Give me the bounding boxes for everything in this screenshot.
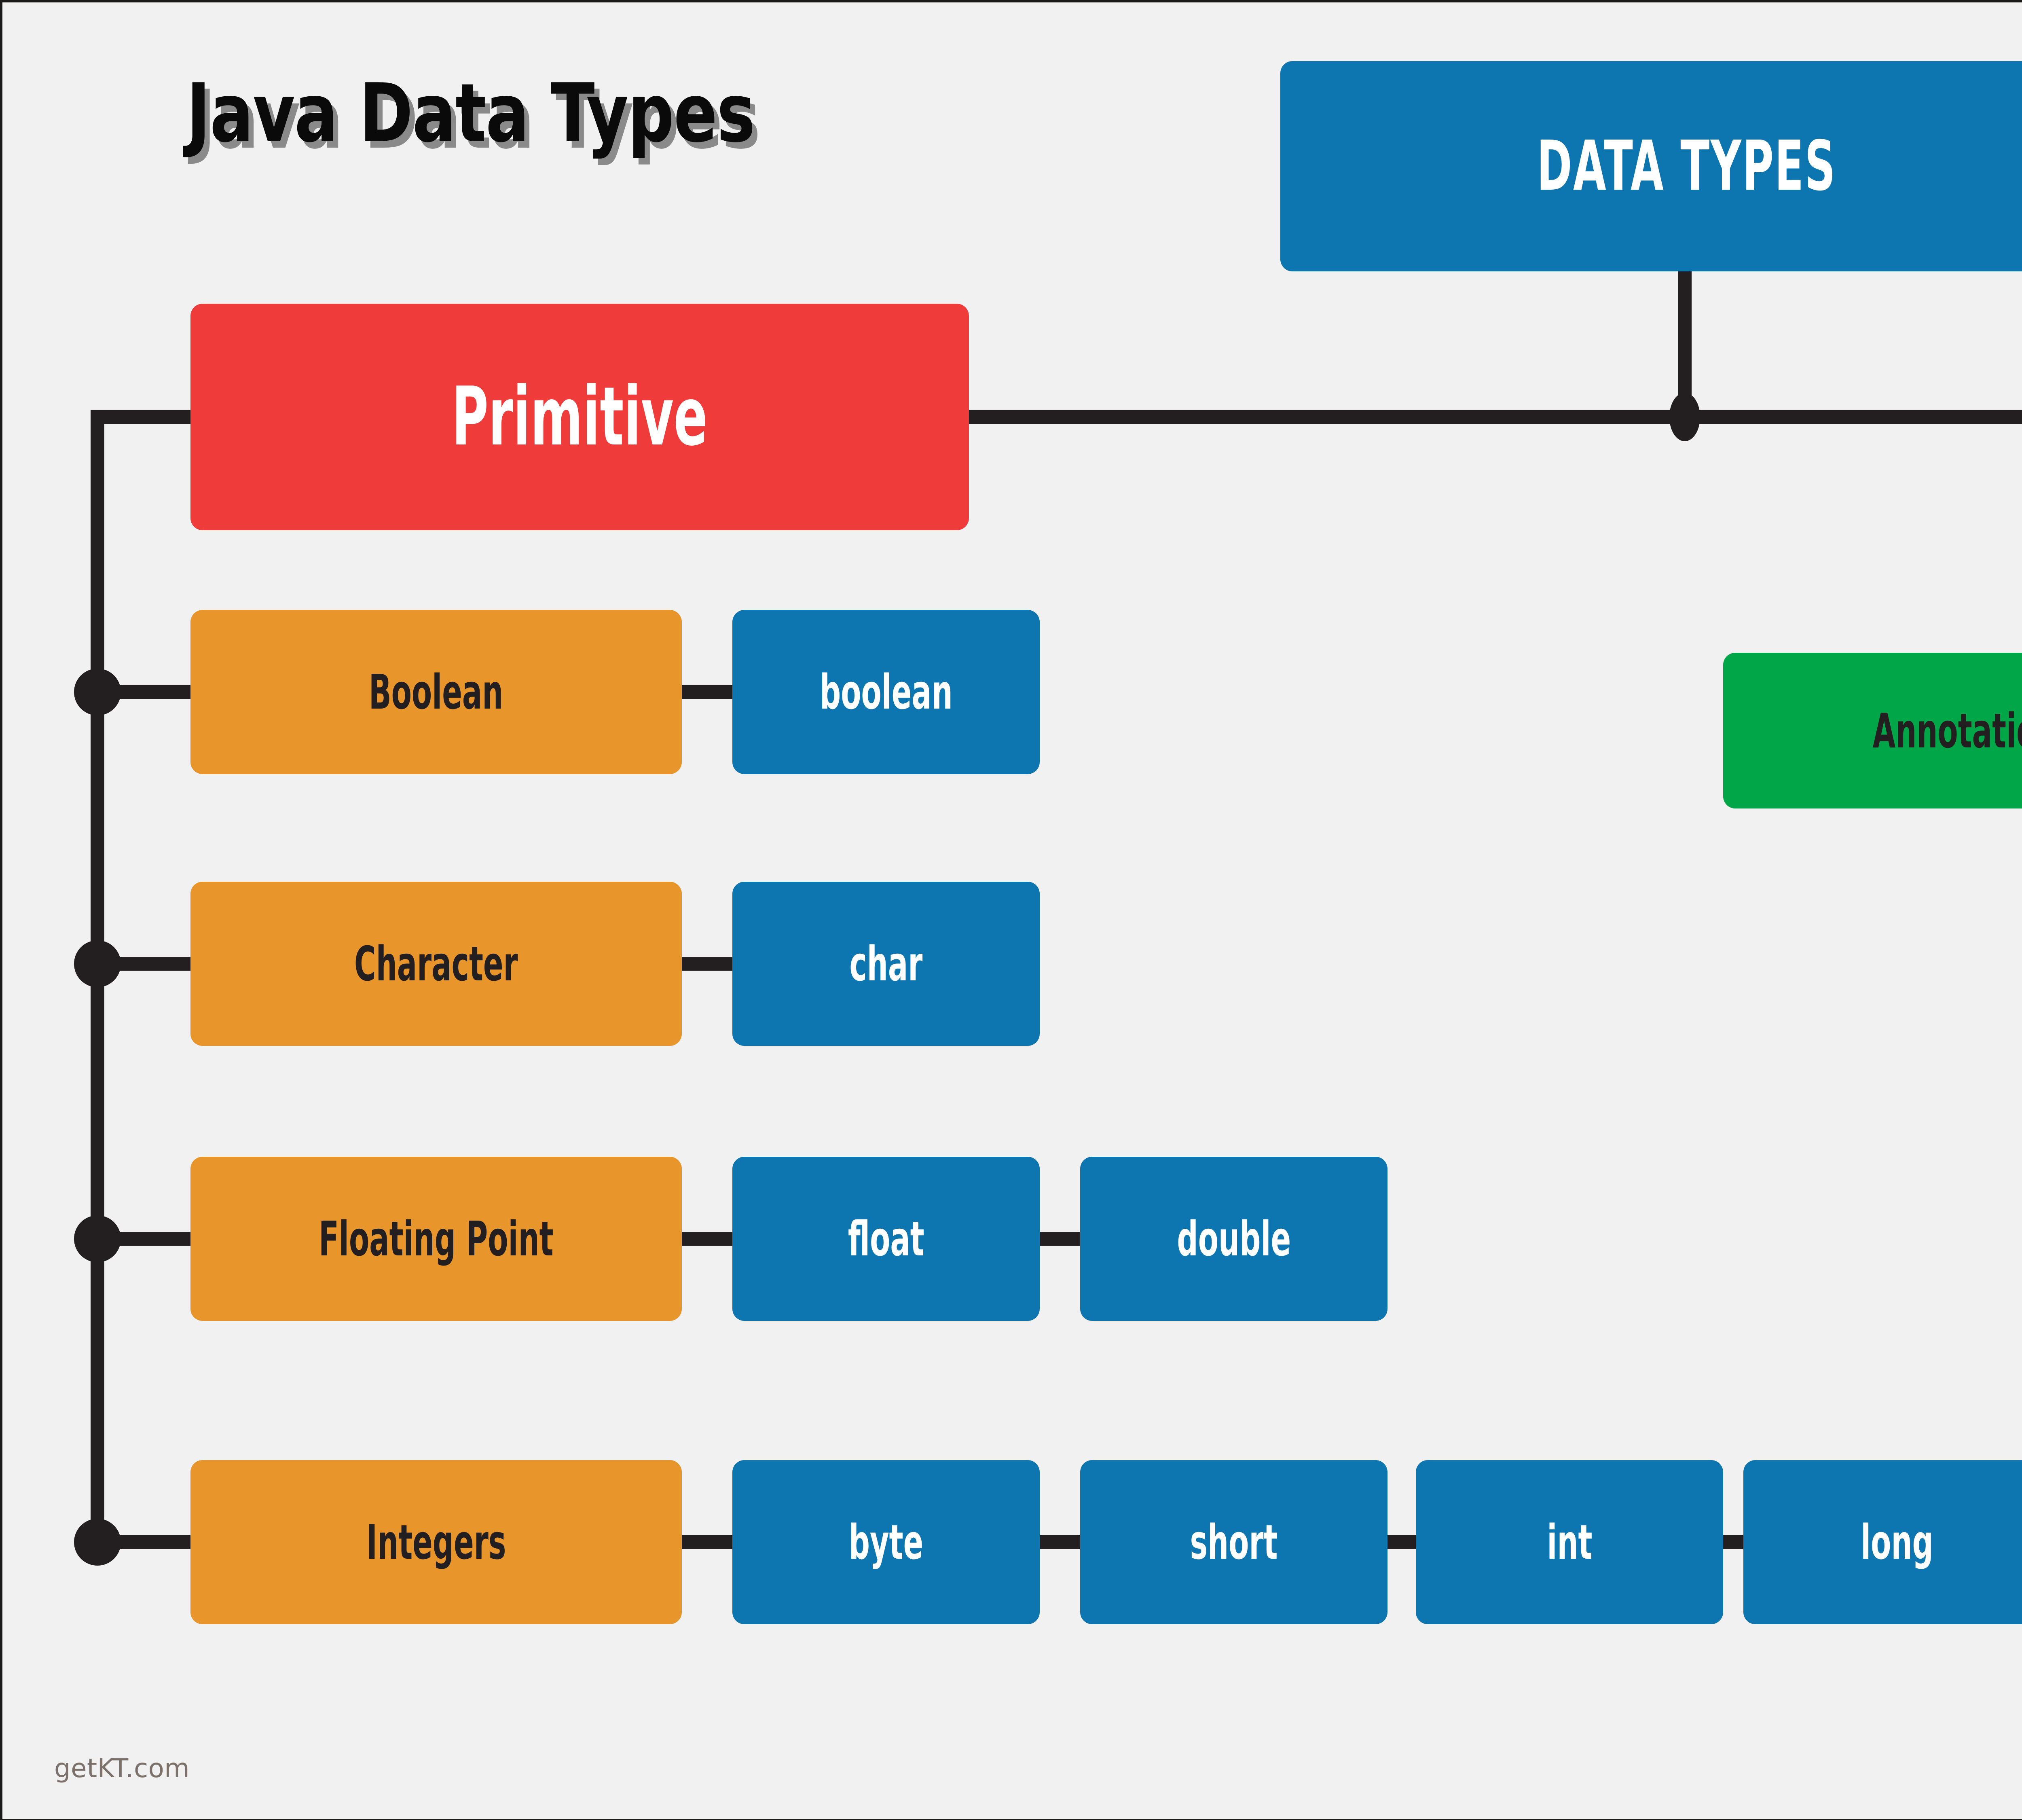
node-group-character-label: Character <box>354 936 518 992</box>
node-type-boolean-label: boolean <box>819 664 953 720</box>
node-type-short-label: short <box>1190 1514 1278 1570</box>
node-type-boolean[interactable]: boolean <box>732 610 1040 774</box>
node-data-types[interactable]: DATA TYPES <box>1280 61 2022 271</box>
connector-main-spine <box>967 410 2022 424</box>
node-type-double[interactable]: double <box>1080 1157 1387 1321</box>
junction-dot-root <box>1669 393 1700 441</box>
connector-byte-to-short <box>1036 1535 1084 1549</box>
connector-primitive-to-rail <box>91 410 200 424</box>
node-type-char[interactable]: char <box>732 882 1040 1046</box>
node-group-floating-point[interactable]: Floating Point <box>190 1157 682 1321</box>
node-data-types-label: DATA TYPES <box>1537 126 1837 206</box>
node-group-character[interactable]: Character <box>190 882 682 1046</box>
connector-integers-to-byte <box>678 1535 734 1549</box>
connector-float-to-double <box>1036 1232 1084 1246</box>
connector-floatingpoint-to-float <box>678 1232 734 1246</box>
node-group-integers[interactable]: Integers <box>190 1460 682 1624</box>
rail-dot-integers <box>74 1519 121 1566</box>
rail-dot-character <box>74 940 121 987</box>
node-group-boolean[interactable]: Boolean <box>190 610 682 774</box>
node-group-boolean-label: Boolean <box>369 664 503 720</box>
page-title: Java Data Types <box>186 66 755 161</box>
node-type-float-label: float <box>848 1211 924 1267</box>
connector-boolean-to-boolean-type <box>678 685 734 699</box>
node-primitive-label: Primitive <box>452 370 708 464</box>
node-type-int[interactable]: int <box>1416 1460 1723 1624</box>
node-type-byte[interactable]: byte <box>732 1460 1040 1624</box>
node-annotations-label: Annotations <box>1872 703 2022 759</box>
node-group-integers-label: Integers <box>366 1514 506 1570</box>
node-primitive[interactable]: Primitive <box>190 304 969 530</box>
node-type-float[interactable]: float <box>732 1157 1040 1321</box>
node-type-long[interactable]: long <box>1743 1460 2022 1624</box>
node-type-short[interactable]: short <box>1080 1460 1387 1624</box>
node-type-double-label: double <box>1177 1211 1291 1267</box>
node-annotations[interactable]: Annotations <box>1723 653 2022 808</box>
rail-dot-boolean <box>74 669 121 715</box>
node-type-int-label: int <box>1546 1514 1593 1570</box>
node-type-byte-label: byte <box>848 1514 924 1570</box>
connector-character-to-char-type <box>678 957 734 971</box>
rail-dot-floating-point <box>74 1215 121 1262</box>
node-type-char-label: char <box>849 936 923 992</box>
watermark-getkt: getKT.com <box>54 1754 190 1784</box>
node-group-floating-point-label: Floating Point <box>319 1211 554 1267</box>
node-type-long-label: long <box>1861 1514 1933 1570</box>
